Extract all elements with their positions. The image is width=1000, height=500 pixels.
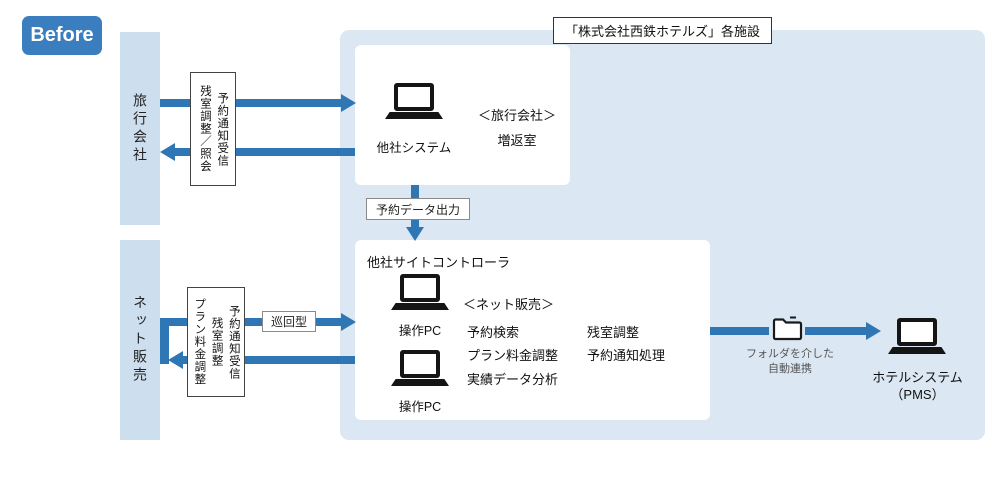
- laptop-screen: [400, 350, 440, 378]
- other-system-box: 他社システム ＜旅行会社＞ 増返室: [355, 45, 570, 185]
- laptop-base: [888, 347, 946, 354]
- sidebar-travel-agency-label: 旅行会社: [132, 92, 148, 165]
- facility-panel-title: 「株式会社西鉄ホテルズ」各施設: [553, 17, 773, 44]
- laptop-icon: [391, 350, 449, 386]
- pms-label-line1: ホテルシステム: [872, 370, 963, 385]
- arrow-controller-to-pms-head: [866, 322, 881, 340]
- other-system-caption-2: 増返室: [497, 133, 537, 148]
- arrow-controller-to-net-line: [176, 356, 355, 364]
- laptop-base: [391, 379, 449, 386]
- net-flow-column-3: 予約通知受信: [227, 304, 240, 380]
- other-system-caption-1: ＜旅行会社＞: [477, 108, 556, 123]
- sidebar-net-sales: ネット販売: [120, 240, 160, 440]
- polling-type-tag: 巡回型: [262, 311, 316, 332]
- pms-link-caption-line2: 自動連携: [768, 362, 812, 375]
- net-flow-column-1: プラン料金調整: [193, 298, 206, 386]
- pms-link-caption: フォルダを介した 自動連携: [738, 347, 842, 377]
- net-loop-connector: [160, 318, 169, 364]
- laptop-base: [385, 112, 443, 119]
- pms-link-caption-line1: フォルダを介した: [746, 348, 834, 360]
- sidebar-net-sales-label: ネット販売: [132, 295, 148, 385]
- other-system-device-label: 他社システム: [376, 141, 452, 155]
- arrow-system-to-travel-line: [175, 148, 355, 156]
- before-badge: Before: [22, 16, 102, 55]
- controller-function: 実績データ分析: [467, 372, 559, 387]
- reservation-output-tag: 予約データ出力: [366, 198, 470, 220]
- laptop-base: [391, 303, 449, 310]
- net-flow-column-2: 残室調整: [210, 317, 223, 367]
- travel-flow-column-2: 予約通知受信: [216, 91, 229, 167]
- pms-label-line2: （PMS）: [890, 387, 945, 402]
- controller-caption: ＜ネット販売＞: [463, 297, 555, 312]
- laptop-screen: [394, 83, 434, 111]
- arrow-net-to-controller-line: [160, 318, 343, 326]
- controller-function: プラン料金調整: [467, 348, 559, 363]
- travel-flow-column-1: 残室調整／照会: [199, 85, 211, 173]
- laptop-screen: [897, 318, 937, 346]
- laptop-icon: [385, 83, 443, 119]
- arrow-net-to-controller-head: [341, 313, 356, 331]
- arrow-controller-to-net-head: [168, 351, 183, 369]
- arrow-system-to-travel-head: [160, 143, 175, 161]
- controller-function: 予約通知処理: [587, 348, 666, 363]
- site-controller-title: 他社サイトコントローラ: [367, 255, 511, 270]
- arrow-travel-to-system-head: [341, 94, 356, 112]
- controller-function: 残室調整: [587, 325, 640, 340]
- net-flow-label-box: プラン料金調整 残室調整 予約通知受信: [187, 287, 245, 397]
- arrow-travel-to-system-line: [160, 99, 343, 107]
- laptop-icon: [888, 318, 946, 354]
- travel-flow-label-box: 残室調整／照会 予約通知受信: [190, 72, 236, 186]
- folder-icon: [769, 312, 805, 344]
- operation-pc1-label: 操作PC: [398, 324, 442, 338]
- controller-function: 予約検索: [467, 325, 520, 340]
- sidebar-travel-agency: 旅行会社: [120, 32, 160, 225]
- laptop-screen: [400, 274, 440, 302]
- folder-icon-glyph: [772, 316, 803, 341]
- operation-pc2-label: 操作PC: [398, 400, 442, 414]
- site-controller-box: 他社サイトコントローラ 操作PC 操作PC ＜ネット販売＞ 予約検索 プラン料金…: [355, 240, 710, 420]
- arrow-reservation-output-head: [406, 227, 424, 241]
- laptop-icon: [391, 274, 449, 310]
